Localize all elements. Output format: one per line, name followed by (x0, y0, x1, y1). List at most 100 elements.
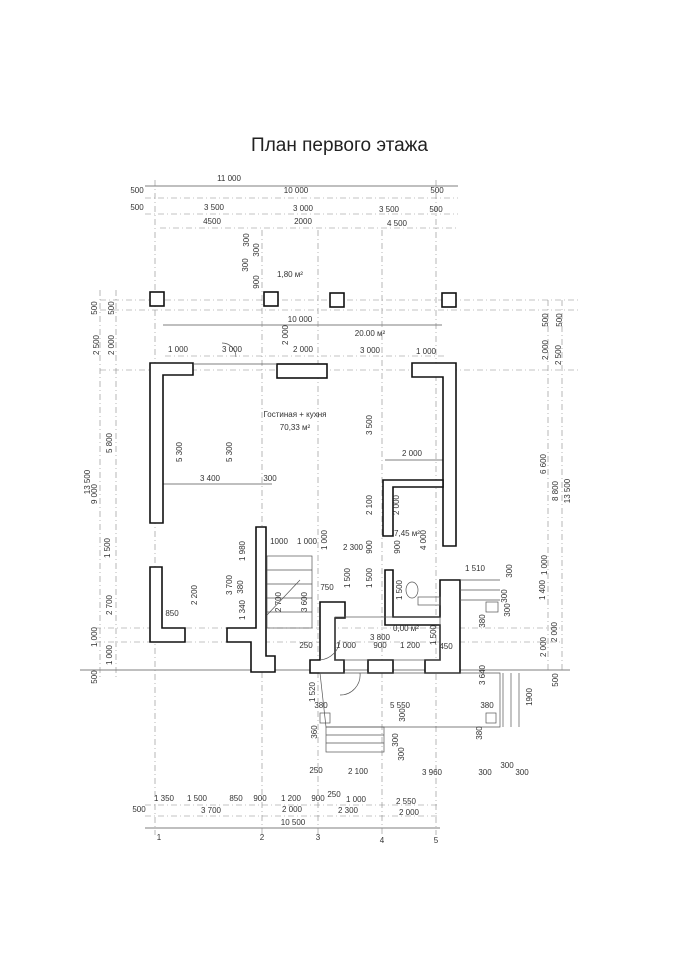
dimension-label: 11 000 (217, 174, 241, 183)
dimension-label: 900 (365, 540, 374, 554)
room-area-small: 1,80 м² (277, 270, 303, 279)
dimension-label: 300 (242, 233, 251, 247)
dimension-label: 1 350 (154, 794, 175, 803)
dimension-label: 1 000 (320, 529, 329, 550)
dimension-label: 300 (505, 564, 514, 578)
dimension-label: 1 500 (187, 794, 208, 803)
dimension-label: 1 980 (238, 540, 247, 561)
dimension-label: 2 500 (554, 344, 563, 365)
room-name-living-kitchen: Гостиная + кухня (263, 410, 326, 419)
dimension-label: 300 (397, 747, 406, 761)
dimension-label: 2 000 (281, 324, 290, 345)
dimension-label: 380 (480, 701, 494, 710)
dimension-label: 1 000 (105, 644, 114, 665)
dimension-label: 500 (130, 186, 144, 195)
column (149, 291, 165, 307)
dimension-label: 4 000 (419, 529, 428, 550)
dimension-label: 2 700 (105, 594, 114, 615)
dimension-label: 380 (478, 614, 487, 628)
dimension-label: 4 500 (387, 219, 408, 228)
dimension-label: 1 500 (343, 567, 352, 588)
dimension-label: 13 500 (563, 478, 572, 503)
dimension-label: 1 000 (336, 641, 357, 650)
dimension-label: 900 (311, 794, 325, 803)
dimension-label: 2 550 (396, 797, 417, 806)
dimension-label: 2 000 (399, 808, 420, 817)
dimension-label: 1 000 (416, 347, 437, 356)
axis-marker: 2 (260, 833, 265, 842)
dimension-label: 1 200 (400, 641, 421, 650)
dimension-label: 3 700 (225, 574, 234, 595)
dimension-label: 300 (478, 768, 492, 777)
dimension-label: 2 500 (92, 334, 101, 355)
dimension-label: 2 000 (539, 636, 548, 657)
dimension-label: 900 (253, 794, 267, 803)
entrance-steps (325, 726, 385, 753)
room-area-terrace: 20.00 м² (355, 329, 386, 338)
dimension-label: 500 (429, 205, 443, 214)
dimension-label: 1 000 (540, 554, 549, 575)
dimension-label: 2000 (294, 217, 312, 226)
dimension-label: 500 (430, 186, 444, 195)
dimension-label: 9 000 (90, 483, 99, 504)
dimension-label: 300 (391, 733, 400, 747)
dimension-label: 2 000 (392, 494, 401, 515)
dimension-label: 13 500 (83, 469, 92, 494)
dimension-label: 2 300 (338, 806, 359, 815)
dimension-label: 500 (541, 313, 550, 327)
toilet-icon (405, 581, 419, 599)
dimension-label: 6 600 (539, 453, 548, 474)
dimension-label: 300 (500, 589, 509, 603)
dimension-label: 3 000 (360, 346, 381, 355)
dimension-label: 1 400 (538, 579, 547, 600)
dimension-label: 900 (393, 540, 402, 554)
dimension-label: 3 000 (222, 345, 243, 354)
axis-marker: 3 (316, 833, 321, 842)
dimension-label: 10 500 (281, 818, 306, 827)
dimension-label: 450 (439, 642, 453, 651)
dimension-label: 1 000 (346, 795, 367, 804)
dimension-label: 500 (130, 203, 144, 212)
dimension-label: 850 (165, 609, 179, 618)
dimension-label: 1 500 (365, 567, 374, 588)
dimension-label: 3 640 (478, 664, 487, 685)
dimension-label: 2 000 (541, 339, 550, 360)
dimension-label: 380 (475, 726, 484, 740)
dimension-label: 1 500 (395, 579, 404, 600)
dimension-label: 1 340 (238, 599, 247, 620)
dimension-label: 8 800 (551, 480, 560, 501)
dimension-label: 4500 (203, 217, 221, 226)
dimension-label: 500 (90, 670, 99, 684)
axis-marker: 5 (434, 836, 439, 845)
dimension-label: 1 520 (308, 681, 317, 702)
dimension-label: 3 800 (370, 633, 391, 642)
dimension-label: 5 300 (225, 441, 234, 462)
dimension-label: 250 (309, 766, 323, 775)
dimension-label: 2 000 (293, 345, 314, 354)
dimension-label: 2 100 (348, 767, 369, 776)
dimension-lines (80, 180, 580, 835)
dimension-label: 1 500 (103, 537, 112, 558)
dimension-label: 1 500 (429, 624, 438, 645)
dimension-label: 750 (320, 583, 334, 592)
dimension-label: 1900 (525, 688, 534, 706)
sink-icon (417, 596, 441, 606)
dimension-label: 5 550 (390, 701, 411, 710)
dimension-label: 2 000 (550, 621, 559, 642)
dimension-label: 300 (263, 474, 277, 483)
dimension-label: 10 000 (288, 315, 313, 324)
dimension-label: 360 (310, 725, 319, 739)
dimension-label: 1 200 (281, 794, 302, 803)
column (329, 292, 345, 308)
dimension-label: 300 (503, 603, 512, 617)
dimension-label: 500 (555, 313, 564, 327)
dimension-label: 300 (252, 243, 261, 257)
room-area-hall: 0,00 м² (393, 624, 419, 633)
dimension-label: 3 400 (200, 474, 221, 483)
dimension-label: 2 100 (365, 494, 374, 515)
dimension-label: 5 800 (105, 432, 114, 453)
dimension-label: 3 500 (379, 205, 400, 214)
dimension-label: 300 (398, 708, 407, 722)
column (441, 292, 457, 308)
